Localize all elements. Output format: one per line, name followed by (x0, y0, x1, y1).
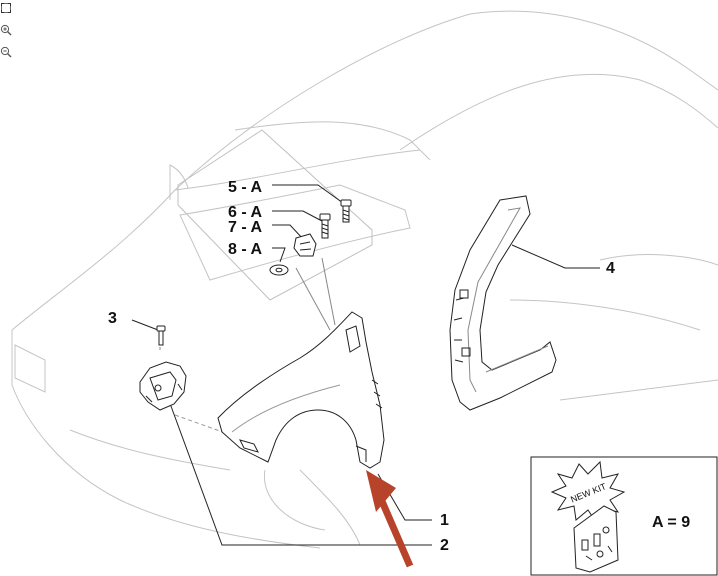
part-2-bracket[interactable] (139, 361, 187, 411)
leader-lines (131, 184, 600, 546)
part-4-pillar-frame[interactable] (449, 195, 557, 411)
fit-to-screen-icon[interactable] (0, 2, 12, 14)
callout-7: 7 - A (228, 219, 263, 236)
part-6-bolt[interactable] (319, 213, 331, 239)
callout-8: 8 - A (228, 241, 263, 258)
new-kit-box[interactable]: NEW KIT A = 9 (530, 456, 718, 576)
callout-6: 6 - A (228, 204, 263, 221)
hardware-bag-icon (573, 505, 619, 573)
part-5-bolt[interactable] (340, 199, 352, 223)
kit-quantity-note: A = 9 (652, 514, 690, 531)
zoom-toolbar (0, 2, 14, 68)
arrow-indicator (366, 470, 414, 568)
car-body-outline (11, 10, 718, 549)
part-7-clip[interactable] (293, 233, 317, 257)
fastener-inset-panel (177, 129, 373, 301)
callout-1: 1 (440, 512, 449, 529)
callout-2: 2 (440, 537, 449, 554)
part-3-screw[interactable] (156, 325, 166, 346)
zoom-out-icon[interactable] (0, 46, 12, 58)
callout-4: 4 (606, 260, 615, 277)
callout-3: 3 (108, 310, 117, 327)
callout-5: 5 - A (228, 179, 263, 196)
part-8-washer[interactable] (269, 264, 289, 276)
callout-labels: 5 - A 6 - A 7 - A 8 - A 3 4 1 2 (108, 179, 615, 554)
part-1-front-fender[interactable] (217, 311, 385, 469)
zoom-in-icon[interactable] (0, 24, 12, 36)
